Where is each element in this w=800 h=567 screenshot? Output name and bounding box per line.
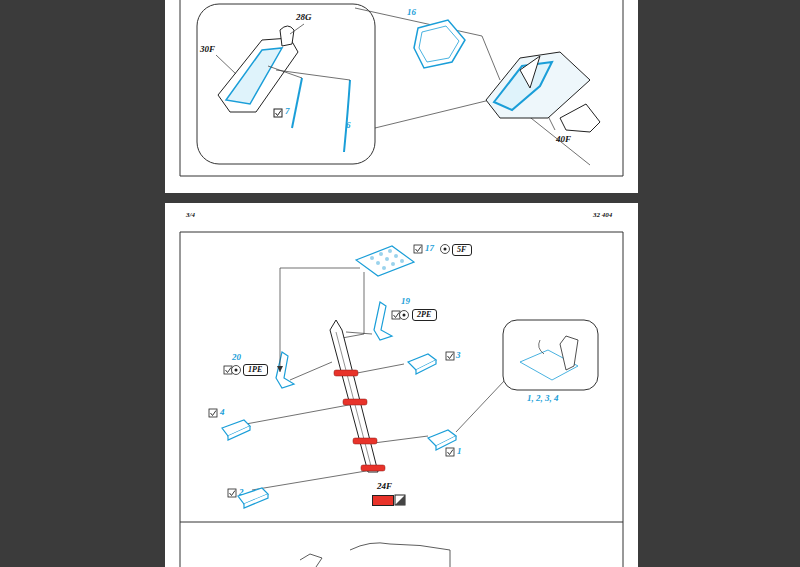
callout-label: 2 [239, 488, 244, 498]
paint-swatch [372, 495, 394, 506]
part-code: 5F [457, 246, 467, 255]
callout-label: 40F [556, 135, 571, 145]
paint-code: 24F [377, 482, 392, 492]
callout-label: 3 [456, 351, 461, 361]
callout-label: 16 [407, 8, 416, 18]
callout-label: 3/4 [186, 212, 195, 220]
callout-label: 30F [200, 45, 215, 55]
part-code: 1PE [248, 366, 263, 375]
callout-label: 6 [346, 121, 351, 131]
callout-label: 7 [285, 107, 290, 117]
callout-label: 32 404 [593, 212, 612, 220]
callout-label: 1 [457, 447, 462, 457]
callout-label: 20 [232, 353, 241, 363]
part-code-box: 2PE [412, 309, 437, 321]
part-code-box: 5F [452, 244, 472, 256]
callout-label: 28G [296, 13, 312, 23]
page-sheet [165, 0, 638, 193]
callout-label: 4 [220, 408, 225, 418]
callout-label: 17 [425, 244, 434, 254]
callout-label: 19 [401, 297, 410, 307]
part-code-box: 1PE [243, 364, 268, 376]
callout-label: 1, 2, 3, 4 [527, 394, 559, 404]
page-sheet [165, 203, 638, 567]
part-code: 2PE [417, 311, 432, 320]
